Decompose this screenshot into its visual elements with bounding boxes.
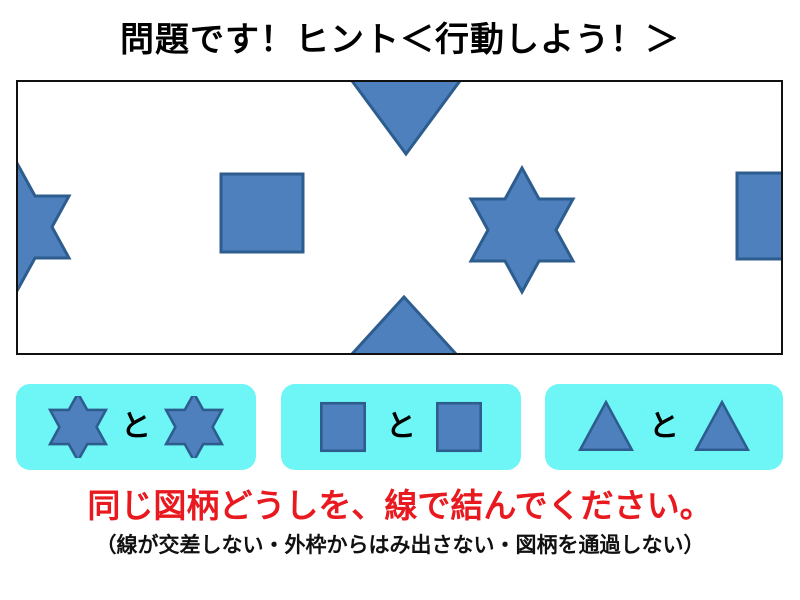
triangle-down-top-edge xyxy=(350,82,462,157)
puzzle-frame xyxy=(16,80,783,355)
legend-pair-star: と xyxy=(16,384,256,470)
puzzle-canvas xyxy=(18,82,781,353)
star6-icon xyxy=(47,396,109,458)
legend-conjunction: と xyxy=(649,410,679,443)
square-icon xyxy=(320,401,366,453)
legend-conjunction: と xyxy=(121,410,151,443)
square-right-edge xyxy=(735,171,781,261)
star6-icon xyxy=(163,396,225,458)
star-center-right xyxy=(468,164,576,296)
legend-pair-triangle: と xyxy=(545,384,783,470)
triangle-up-bottom-edge xyxy=(350,294,458,353)
square-center-left xyxy=(219,172,305,254)
instruction-main: 同じ図柄どうしを、線で結んでください。 xyxy=(87,487,713,524)
legend-row: と と と xyxy=(0,384,800,470)
triangle-up-icon xyxy=(693,399,751,452)
page-title: 問題です！ヒント＜行動しよう！＞ xyxy=(120,21,680,59)
star-left-edge xyxy=(18,161,72,293)
instruction-sub: （線が交差しない・外枠からはみ出さない・図柄を通過しない） xyxy=(95,534,705,557)
square-icon xyxy=(436,401,482,453)
legend-conjunction: と xyxy=(386,410,416,443)
triangle-up-icon xyxy=(577,399,635,452)
legend-pair-square: と xyxy=(281,384,521,470)
